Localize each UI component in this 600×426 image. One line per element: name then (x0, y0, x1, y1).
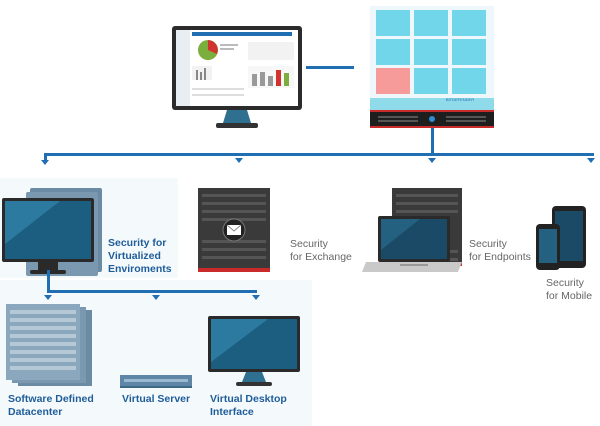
console-monitor-icon (172, 26, 302, 128)
endpoints-laptop-icon (362, 188, 462, 272)
server-badge: BITDEFENDER (445, 97, 475, 102)
endpoints-label: Security for Endpoints (469, 238, 531, 263)
arrow-endpoints (428, 158, 436, 163)
mobile-devices-icon (536, 206, 586, 270)
security-server-icon (370, 6, 494, 128)
virtualized-drop-connector (47, 270, 50, 292)
virtualized-label: Security for Virtualized Enviroments (108, 237, 172, 275)
arrow-virtualized (41, 160, 49, 165)
console-to-server-connector (306, 66, 354, 69)
arrow-mobile (587, 158, 595, 163)
virtualized-rack-icon (2, 188, 102, 276)
drop-virtualized (44, 153, 47, 161)
arrow-virtual-server (152, 295, 160, 300)
virtual-server-icon (120, 375, 192, 388)
arrow-vdi (252, 295, 260, 300)
virtual-server-label: Virtual Server (122, 393, 191, 405)
mobile-label: Security for Mobile (546, 277, 593, 302)
exchange-server-icon (198, 188, 270, 272)
secondary-bus-connector (47, 290, 257, 293)
alert-tile (376, 68, 410, 94)
server-drop-connector (431, 128, 434, 154)
sddc-label: Software Defined Datacenter (8, 393, 94, 418)
arrow-sddc (44, 295, 52, 300)
exchange-label: Security for Exchange (290, 238, 352, 263)
main-bus-connector (44, 153, 594, 156)
vdi-label: Virtual Desktop Interface (210, 393, 287, 418)
envelope-icon (226, 224, 242, 235)
vdi-monitor-icon (208, 316, 300, 386)
arrow-exchange (235, 158, 243, 163)
pie-widget-icon (198, 40, 218, 60)
datacenter-racks-icon (6, 304, 92, 386)
